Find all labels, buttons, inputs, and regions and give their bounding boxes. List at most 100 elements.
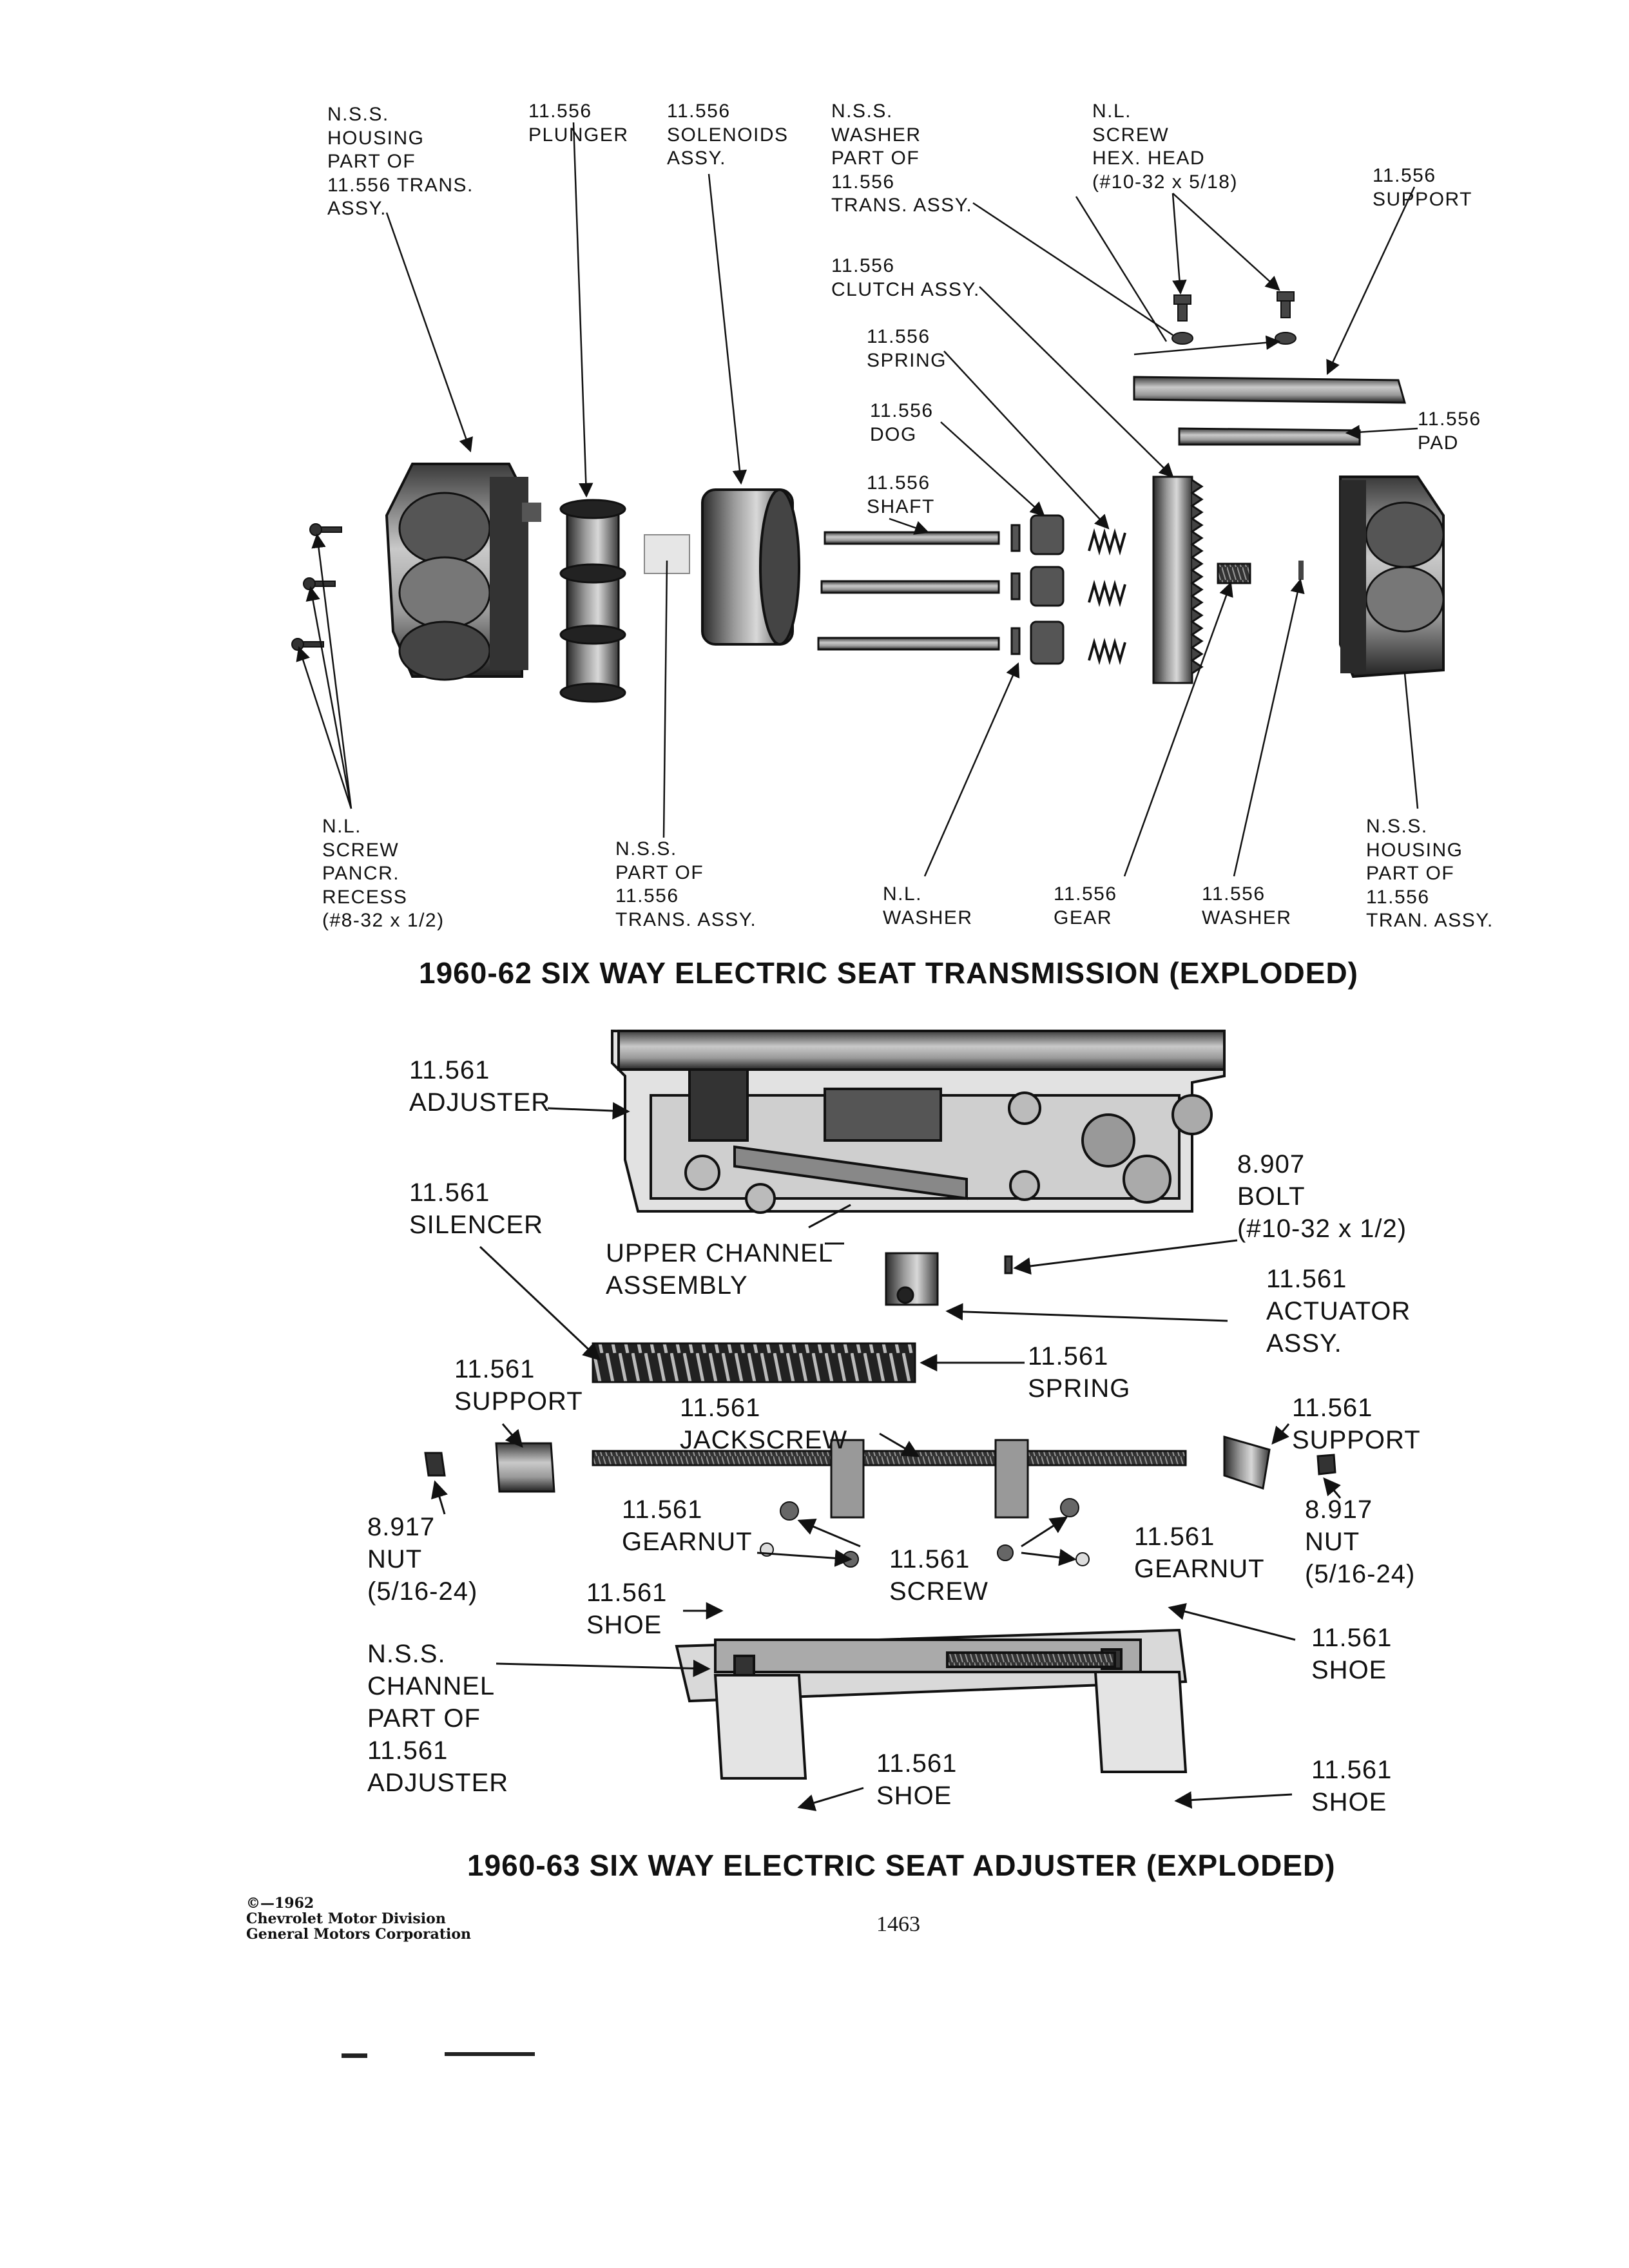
label-line: 11.556: [1366, 886, 1430, 908]
label-line: 11.556: [867, 326, 930, 347]
label-line: TRANS. ASSY.: [615, 908, 757, 930]
adjuster-leader-lines: [431, 1102, 1342, 1811]
label-line: 8.907: [1237, 1150, 1306, 1178]
scan-marks: [342, 2052, 535, 2058]
adjuster-parts: [424, 1029, 1336, 1780]
label-line: HOUSING: [327, 127, 425, 149]
label-line: GEAR: [1054, 907, 1113, 928]
label-line: SILENCER: [409, 1211, 544, 1239]
plungers: [559, 499, 626, 703]
label-line: WASHER: [1202, 907, 1292, 928]
division: Chevrolet Motor Division: [246, 1910, 446, 1928]
label-line: ASSY.: [667, 148, 727, 169]
label-line: ACTUATOR: [1266, 1297, 1411, 1325]
label-line: 11.556: [528, 101, 592, 122]
label-line: SUPPORT: [454, 1387, 583, 1416]
label-line: 11.556 TRANS.: [327, 174, 474, 196]
label-line: 11.556: [1373, 165, 1436, 186]
label-line: N.S.S.: [831, 101, 893, 122]
label-line: 11.556: [1202, 883, 1266, 905]
label-line: (#10-32 x 1/2): [1237, 1215, 1407, 1243]
label-line: SPRING: [1028, 1374, 1131, 1403]
label-line: SOLENOIDS: [667, 124, 789, 146]
label-line: SHOE: [876, 1782, 952, 1810]
label-line: SHOE: [1311, 1656, 1387, 1684]
label-line: PART OF: [615, 861, 704, 883]
right-housing: [1339, 476, 1445, 678]
label-line: BOLT: [1237, 1182, 1306, 1211]
label-line: NUT: [367, 1545, 423, 1573]
label-line: 8.917: [367, 1513, 436, 1541]
pinion-gear: [1217, 562, 1251, 584]
clutch-gears: [1152, 476, 1204, 684]
label-line: 11.561: [1266, 1265, 1347, 1293]
label-line: PART OF: [1366, 863, 1455, 885]
label-line: 11.556: [867, 472, 930, 494]
label-line: GEARNUT: [622, 1528, 753, 1556]
label-line: 8.917: [1305, 1495, 1373, 1524]
label-line: 11.556: [1418, 408, 1481, 430]
jackscrew: [592, 1439, 1187, 1519]
label-line: SCREW: [889, 1577, 988, 1606]
label-line: N.L.: [322, 816, 362, 837]
label-upper-channel: UPPER CHANNEL ASSEMBLY: [606, 1237, 833, 1302]
label-line: (#8-32 x 1/2): [322, 910, 445, 932]
jackscrew-spring: [592, 1342, 916, 1383]
label-line: 11.561: [586, 1579, 668, 1607]
label-line: 11.561: [1311, 1756, 1393, 1784]
label-line: 11.561: [454, 1355, 535, 1383]
label-line: PANCR.: [322, 863, 400, 885]
diagram1-title: 1960-62 SIX WAY ELECTRIC SEAT TRANSMISSI…: [419, 956, 1358, 990]
clutch-springs: [1088, 528, 1126, 666]
label-line: CHANNEL: [367, 1672, 496, 1700]
label-line: NUT: [1305, 1528, 1360, 1556]
label-line: SUPPORT: [1373, 188, 1472, 210]
label-line: WASHER: [883, 907, 973, 928]
label-line: CLUTCH ASSY.: [831, 278, 980, 300]
label-line: SCREW: [322, 839, 400, 861]
left-housing: [385, 463, 541, 681]
label-line: 11.556: [831, 255, 895, 276]
label-line: ASSEMBLY: [606, 1271, 748, 1300]
label-line: 11.561: [1028, 1342, 1109, 1370]
label-line: UPPER CHANNEL: [606, 1239, 834, 1267]
page-number: 1463: [876, 1912, 920, 1936]
label-line: 11.561: [680, 1394, 761, 1422]
label-line: N.L.: [883, 883, 923, 905]
label-line: (5/16-24): [1305, 1560, 1416, 1588]
label-line: SUPPORT: [1292, 1426, 1421, 1454]
small-washer: [1298, 561, 1304, 580]
solenoid-can: [701, 488, 800, 646]
label-line: RECESS: [322, 886, 408, 908]
corporation: General Motors Corporation: [246, 1926, 472, 1943]
support-bar: [1133, 376, 1406, 446]
label-line: 11.556: [1054, 883, 1117, 905]
label-line: 11.561: [876, 1749, 958, 1778]
supports-and-nuts: [424, 1436, 1336, 1493]
actuator-assy: [885, 1252, 1013, 1306]
label-line: 11.561: [1292, 1394, 1373, 1422]
label-line: HOUSING: [1366, 839, 1463, 861]
